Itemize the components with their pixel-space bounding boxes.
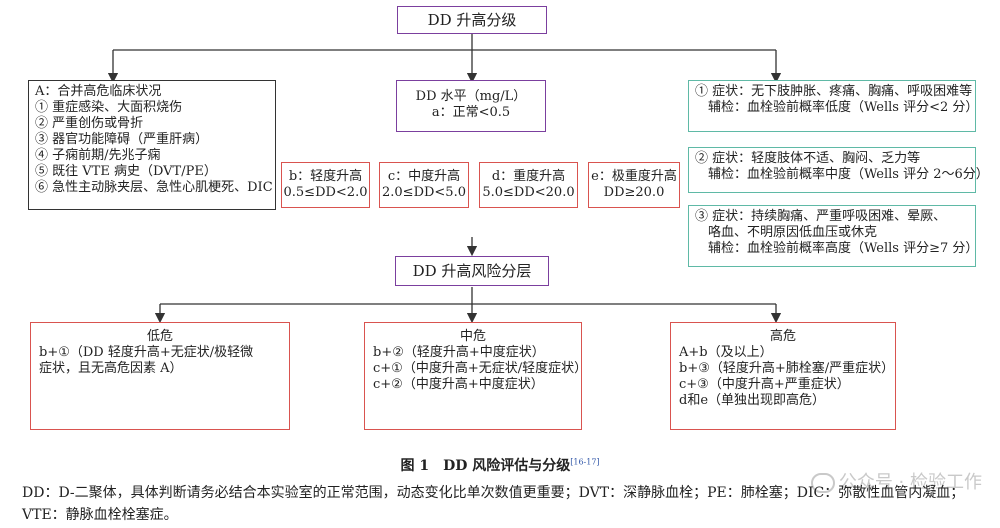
grading-title: DD 升高分级	[397, 6, 547, 34]
risk-line: b+②（轻度升高+中度症状）	[373, 345, 545, 360]
figure-caption-ref[interactable]: [16-17]	[570, 457, 600, 467]
condition-line: ⑥ 急性主动脉夹层、急性心肌梗死、DIC	[35, 180, 273, 195]
figure-caption: 图 1 DD 风险评估与分级[16-17]	[0, 455, 1000, 475]
risk-line: c+③（中度升高+严重症状）	[679, 377, 850, 392]
level-label: b：轻度升高	[288, 169, 363, 184]
condition-line: ② 严重创伤或骨折	[35, 116, 144, 131]
risk-title: DD 升高风险分层	[395, 256, 549, 286]
risk-level-title: 低危	[146, 329, 173, 344]
condition-line: ④ 子痫前期/先兆子痫	[35, 148, 161, 163]
symptom-box-3: ③ 症状：持续胸痛、严重呼吸困难、晕厥、 咯血、不明原因低血压或休克 辅检：血栓…	[688, 205, 979, 267]
condition-line: ① 重症感染、大面积烧伤	[35, 100, 183, 115]
footnote: DD：D-二聚体，具体判断请务必结合本实验室的正常范围，动态变化比单次数值更重要…	[22, 485, 965, 523]
symptom-line: 辅检：血栓验前概率低度（Wells 评分<2 分）	[708, 100, 979, 115]
level-label: d：重度升高	[491, 169, 566, 184]
level-label: c：中度升高	[387, 169, 461, 184]
symptom-box-2: ② 症状：轻度肢体不适、胸闷、乏力等 辅检：血栓验前概率中度（Wells 评分 …	[688, 147, 989, 193]
symptom-line: 咯血、不明原因低血压或休克	[708, 225, 878, 240]
level-range: DD≥20.0	[603, 185, 665, 200]
level-box-extreme: e：极重度升高 DD≥20.0	[588, 162, 680, 208]
symptom-line: 辅检：血栓验前概率中度（Wells 评分 2～6分）	[708, 167, 989, 182]
grading-title-text: DD 升高分级	[427, 11, 517, 29]
risk-box-medium: 中危 b+②（轻度升高+中度症状） c+①（中度升高+无症状/轻度症状） c+②…	[364, 322, 588, 430]
level-box-mild: b：轻度升高 0.5≤DD<2.0	[281, 162, 370, 208]
symptom-line: 辅检：血栓验前概率高度（Wells 评分≥7 分）	[708, 241, 979, 256]
risk-box-high: 高危 A+b（及以上） b+③（轻度升高+肺栓塞/严重症状） c+③（中度升高+…	[670, 322, 896, 430]
watermark: 公众号 · 检验工作	[810, 468, 982, 494]
level-box-severe: d：重度升高 5.0≤DD<20.0	[479, 162, 578, 208]
condition-line: ③ 器官功能障碍（严重肝病）	[35, 132, 209, 147]
risk-line: c+②（中度升高+中度症状）	[373, 377, 544, 392]
wechat-icon	[810, 473, 835, 493]
risk-line: d和e（单独出现即高危）	[679, 393, 826, 408]
condition-line: ⑤ 既往 VTE 病史（DVT/PE）	[35, 164, 217, 179]
risk-line: b+①（DD 轻度升高+无症状/极轻微	[39, 345, 254, 360]
risk-line: A+b（及以上）	[679, 345, 773, 360]
level-label: e：极重度升高	[591, 169, 677, 184]
risk-box-low: 低危 b+①（DD 轻度升高+无症状/极轻微 症状，且无高危因素 A）	[30, 322, 290, 430]
symptom-line: ② 症状：轻度肢体不适、胸闷、乏力等	[695, 151, 921, 166]
condition-line: A：合并高危临床状况	[35, 84, 162, 99]
symptom-line: ① 症状：无下肢肿胀、疼痛、胸痛、呼吸困难等	[695, 84, 973, 99]
figure-caption-text: 图 1 DD 风险评估与分级	[400, 458, 571, 474]
dd-level-box: DD 水平（mg/L） a：正常<0.5	[396, 80, 546, 132]
risk-level-title: 高危	[769, 329, 796, 344]
watermark-text: 公众号 · 检验工作	[838, 472, 982, 493]
dd-level-title: DD 水平（mg/L）	[415, 89, 527, 104]
high-risk-conditions-box: A：合并高危临床状况 ① 重症感染、大面积烧伤 ② 严重创伤或骨折 ③ 器官功能…	[28, 80, 276, 210]
level-range: 0.5≤DD<2.0	[283, 185, 368, 200]
risk-line: 症状，且无高危因素 A）	[39, 361, 183, 376]
level-box-moderate: c：中度升高 2.0≤DD<5.0	[379, 162, 469, 208]
risk-line: b+③（轻度升高+肺栓塞/严重症状）	[679, 361, 895, 376]
symptom-box-1: ① 症状：无下肢肿胀、疼痛、胸痛、呼吸困难等 辅检：血栓验前概率低度（Wells…	[688, 80, 979, 132]
symptom-line: ③ 症状：持续胸痛、严重呼吸困难、晕厥、	[695, 209, 947, 224]
level-range: 5.0≤DD<20.0	[482, 185, 575, 200]
risk-line: c+①（中度升高+无症状/轻度症状）	[373, 361, 588, 376]
risk-title-text: DD 升高风险分层	[412, 262, 532, 280]
level-range: 2.0≤DD<5.0	[382, 185, 466, 200]
dd-normal-range: a：正常<0.5	[431, 105, 511, 120]
risk-level-title: 中危	[459, 329, 486, 344]
